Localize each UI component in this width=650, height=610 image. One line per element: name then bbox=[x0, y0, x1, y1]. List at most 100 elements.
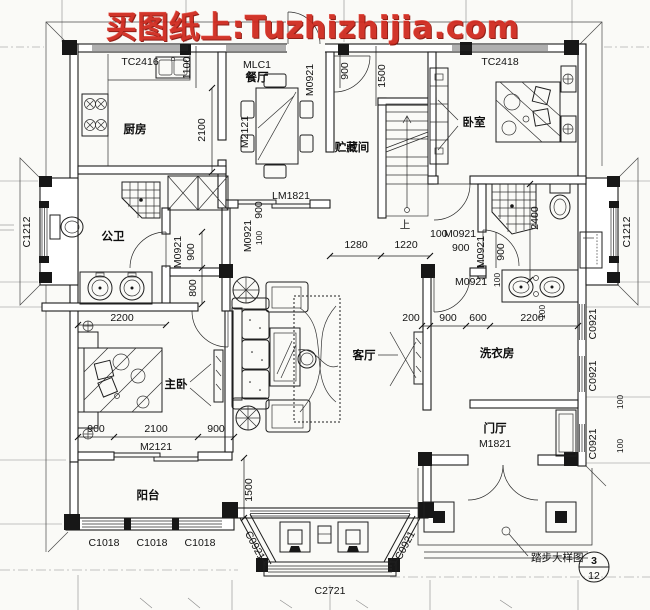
door-m2121-balcony bbox=[113, 452, 199, 462]
window-tc2418 bbox=[452, 45, 548, 51]
window-tc2416 bbox=[92, 45, 188, 51]
plant-icon bbox=[235, 405, 261, 431]
dim-600-laundry: 600 bbox=[469, 312, 487, 324]
double-door-m1821 bbox=[467, 464, 539, 501]
left-bay bbox=[39, 177, 79, 286]
tv-cabinet-icon bbox=[213, 349, 224, 403]
code-c0921-porch-right: C0921 bbox=[393, 529, 418, 562]
nightstand-icon bbox=[77, 320, 99, 349]
window-living-south bbox=[250, 510, 410, 517]
porch-column bbox=[337, 521, 369, 553]
room-label-public-bath: 公卫 bbox=[102, 230, 125, 243]
dim-1280: 1280 bbox=[344, 239, 368, 251]
master-door bbox=[191, 310, 229, 348]
window-mlc1 bbox=[226, 45, 286, 51]
dim-900-masterR: 900 bbox=[207, 423, 225, 435]
code-m0921-bedroom: M0921 bbox=[444, 228, 476, 240]
stair-up-label: 上 bbox=[400, 219, 411, 231]
bed-icon bbox=[83, 347, 163, 413]
toilet-icon bbox=[49, 214, 84, 240]
code-c2721: C2721 bbox=[315, 585, 346, 597]
bath-left-door bbox=[129, 231, 167, 269]
step-detail-note: 踏步大样图 3 12 bbox=[501, 526, 610, 583]
plant-icon bbox=[232, 276, 260, 304]
code-tc2416: TC2416 bbox=[121, 56, 159, 68]
dim-1220: 1220 bbox=[394, 239, 418, 251]
dim-2200-bathL: 2200 bbox=[110, 312, 134, 324]
dim-100-bathR: 100 bbox=[492, 273, 502, 287]
stove-icon bbox=[81, 93, 109, 137]
stair-up-arrow bbox=[402, 115, 412, 213]
entry-column bbox=[545, 501, 577, 533]
door-lm1821-sliding bbox=[237, 199, 311, 209]
washing-machine-icon bbox=[579, 231, 603, 269]
window-c1212-right bbox=[609, 201, 619, 263]
dim-100-east2: 100 bbox=[615, 439, 625, 453]
shoe-cabinet-icon bbox=[555, 409, 577, 457]
dim-800: 800 bbox=[187, 279, 199, 297]
window-c1212-left bbox=[39, 201, 49, 263]
dim-2200-laundry: 2200 bbox=[520, 312, 544, 324]
room-label-master: 主卧 bbox=[165, 377, 188, 391]
wardrobe-icon bbox=[429, 67, 449, 165]
code-m0921-laundry: M0921 bbox=[455, 276, 487, 288]
code-c1018-2: C1018 bbox=[137, 537, 168, 549]
shower-icon bbox=[121, 181, 161, 219]
entry-porch bbox=[417, 464, 593, 559]
entry-column bbox=[423, 501, 455, 533]
side-table-icon bbox=[297, 349, 317, 369]
shower-icon bbox=[491, 183, 537, 235]
room-label-laundry: 洗衣房 bbox=[480, 346, 515, 360]
laundry-door bbox=[433, 275, 471, 313]
room-label-storage: 贮藏间 bbox=[334, 140, 370, 154]
sheet-number: 12 bbox=[588, 570, 600, 582]
code-lm1821: LM1821 bbox=[272, 190, 310, 202]
windows-c1018-balcony bbox=[82, 518, 222, 530]
toilet-icon bbox=[549, 183, 571, 220]
tv-cabinet-icon bbox=[413, 331, 424, 385]
opening-code-labels: TC2416 TC2418 M0921 M2121 LM1821 C1212 C… bbox=[21, 56, 633, 597]
twin-sinks-icon bbox=[501, 269, 579, 303]
nightstand-icon bbox=[560, 115, 577, 143]
dim-100-bay: 100 bbox=[537, 305, 547, 319]
code-m0921-hall: M0921 bbox=[242, 220, 254, 252]
code-m2121-balcony: M2121 bbox=[140, 441, 172, 453]
dim-900-laundry: 900 bbox=[439, 312, 457, 324]
kitchen-fixtures bbox=[81, 54, 191, 166]
foyer-fixtures bbox=[555, 409, 577, 457]
master-bedroom-furniture bbox=[77, 320, 224, 440]
dim-200-laundry: 200 bbox=[402, 312, 420, 324]
room-label-foyer: 门厅 bbox=[484, 421, 507, 435]
code-m2121-dining: M2121 bbox=[239, 116, 251, 148]
nightstand-icon bbox=[77, 411, 99, 440]
rug bbox=[293, 295, 341, 423]
dim-100-east1: 100 bbox=[615, 395, 625, 409]
dim-900-top: 900 bbox=[339, 62, 351, 80]
code-c0921-east2: C0921 bbox=[587, 360, 599, 391]
dimension-labels: 1100 2100 900 1500 900 100 900 800 2200 … bbox=[87, 57, 625, 502]
dim-900-masterL: 900 bbox=[87, 423, 105, 435]
dim-2400: 2400 bbox=[529, 206, 541, 230]
dimension-lines bbox=[74, 46, 582, 522]
coffee-table bbox=[269, 327, 301, 387]
dim-900-bathR: 900 bbox=[495, 243, 507, 261]
stairs: 上 bbox=[385, 103, 429, 231]
nightstand-icon bbox=[560, 65, 577, 93]
dim-1100: 1100 bbox=[181, 57, 193, 80]
dim-100-bedroom-door: 100 bbox=[430, 228, 448, 240]
code-c1212-right: C1212 bbox=[621, 216, 633, 247]
bed-icon bbox=[495, 81, 561, 143]
room-label-living: 客厅 bbox=[352, 348, 376, 362]
dim-900-bathL: 900 bbox=[185, 243, 197, 261]
dim-100-hall: 100 bbox=[254, 231, 264, 245]
dim-900-bedroom-door: 900 bbox=[452, 242, 470, 254]
roof-overhang-lines bbox=[19, 21, 639, 553]
sofa-set bbox=[231, 281, 311, 433]
dim-1500-top: 1500 bbox=[376, 64, 388, 88]
code-c0921-porch-left: C0921 bbox=[242, 529, 267, 562]
porch-column bbox=[279, 521, 311, 553]
dim-1500-balcony: 1500 bbox=[243, 478, 255, 502]
doors bbox=[129, 11, 520, 348]
